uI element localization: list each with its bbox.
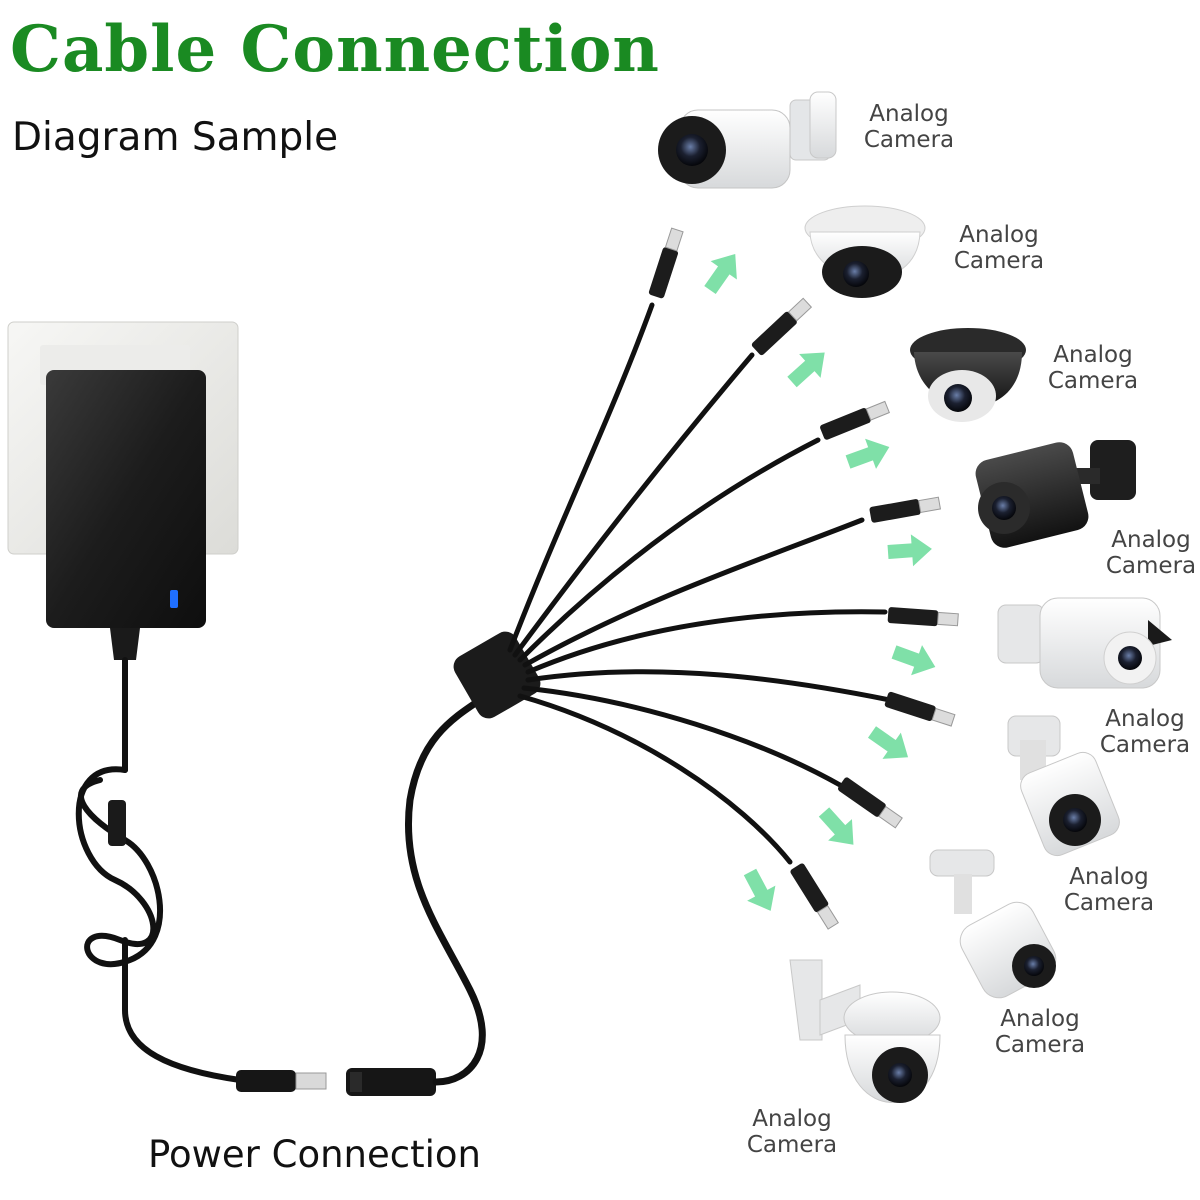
branch-plug-2: [751, 297, 813, 356]
arrow-icon: [891, 645, 936, 676]
power-adapter: [7, 321, 239, 660]
arrow-icon: [743, 868, 776, 911]
power-connection-label: Power Connection: [148, 1133, 481, 1176]
page-subtitle: Diagram Sample: [12, 115, 339, 160]
arrow-icon: [704, 253, 737, 295]
camera-icon-8: [789, 959, 941, 1103]
branch-plug-1: [648, 227, 684, 299]
arrow-icon: [787, 352, 825, 388]
connection-arrows: [704, 253, 936, 911]
branch-plugs: [648, 227, 959, 930]
branch-plug-7: [838, 777, 903, 829]
arrow-icon: [818, 807, 854, 845]
branch-plug-8: [790, 863, 839, 930]
page-title: Cable Connection: [10, 12, 660, 87]
branch-plug-6: [884, 691, 956, 727]
splitter-input-jack: [346, 696, 486, 1096]
branch-plug-4: [869, 496, 942, 523]
adapter-cord: [75, 657, 243, 1083]
camera-icon-3: [910, 328, 1026, 422]
adapter-dc-plug: [236, 1070, 327, 1092]
branch-plug-3: [820, 400, 890, 440]
branch-plug-5: [887, 607, 959, 627]
arrow-icon: [887, 534, 932, 567]
branch-cables: [507, 302, 893, 865]
camera-icon-6: [1007, 715, 1120, 857]
camera-icon-7: [929, 849, 1057, 999]
adapter-body: [46, 370, 206, 628]
arrow-icon: [845, 438, 890, 469]
camera-icon-4: [975, 440, 1136, 548]
power-led-icon: [170, 590, 178, 608]
arrow-icon: [867, 726, 909, 759]
camera-icon-2: [804, 205, 926, 298]
camera-icon-1: [658, 91, 837, 189]
camera-icon-5: [997, 597, 1172, 689]
